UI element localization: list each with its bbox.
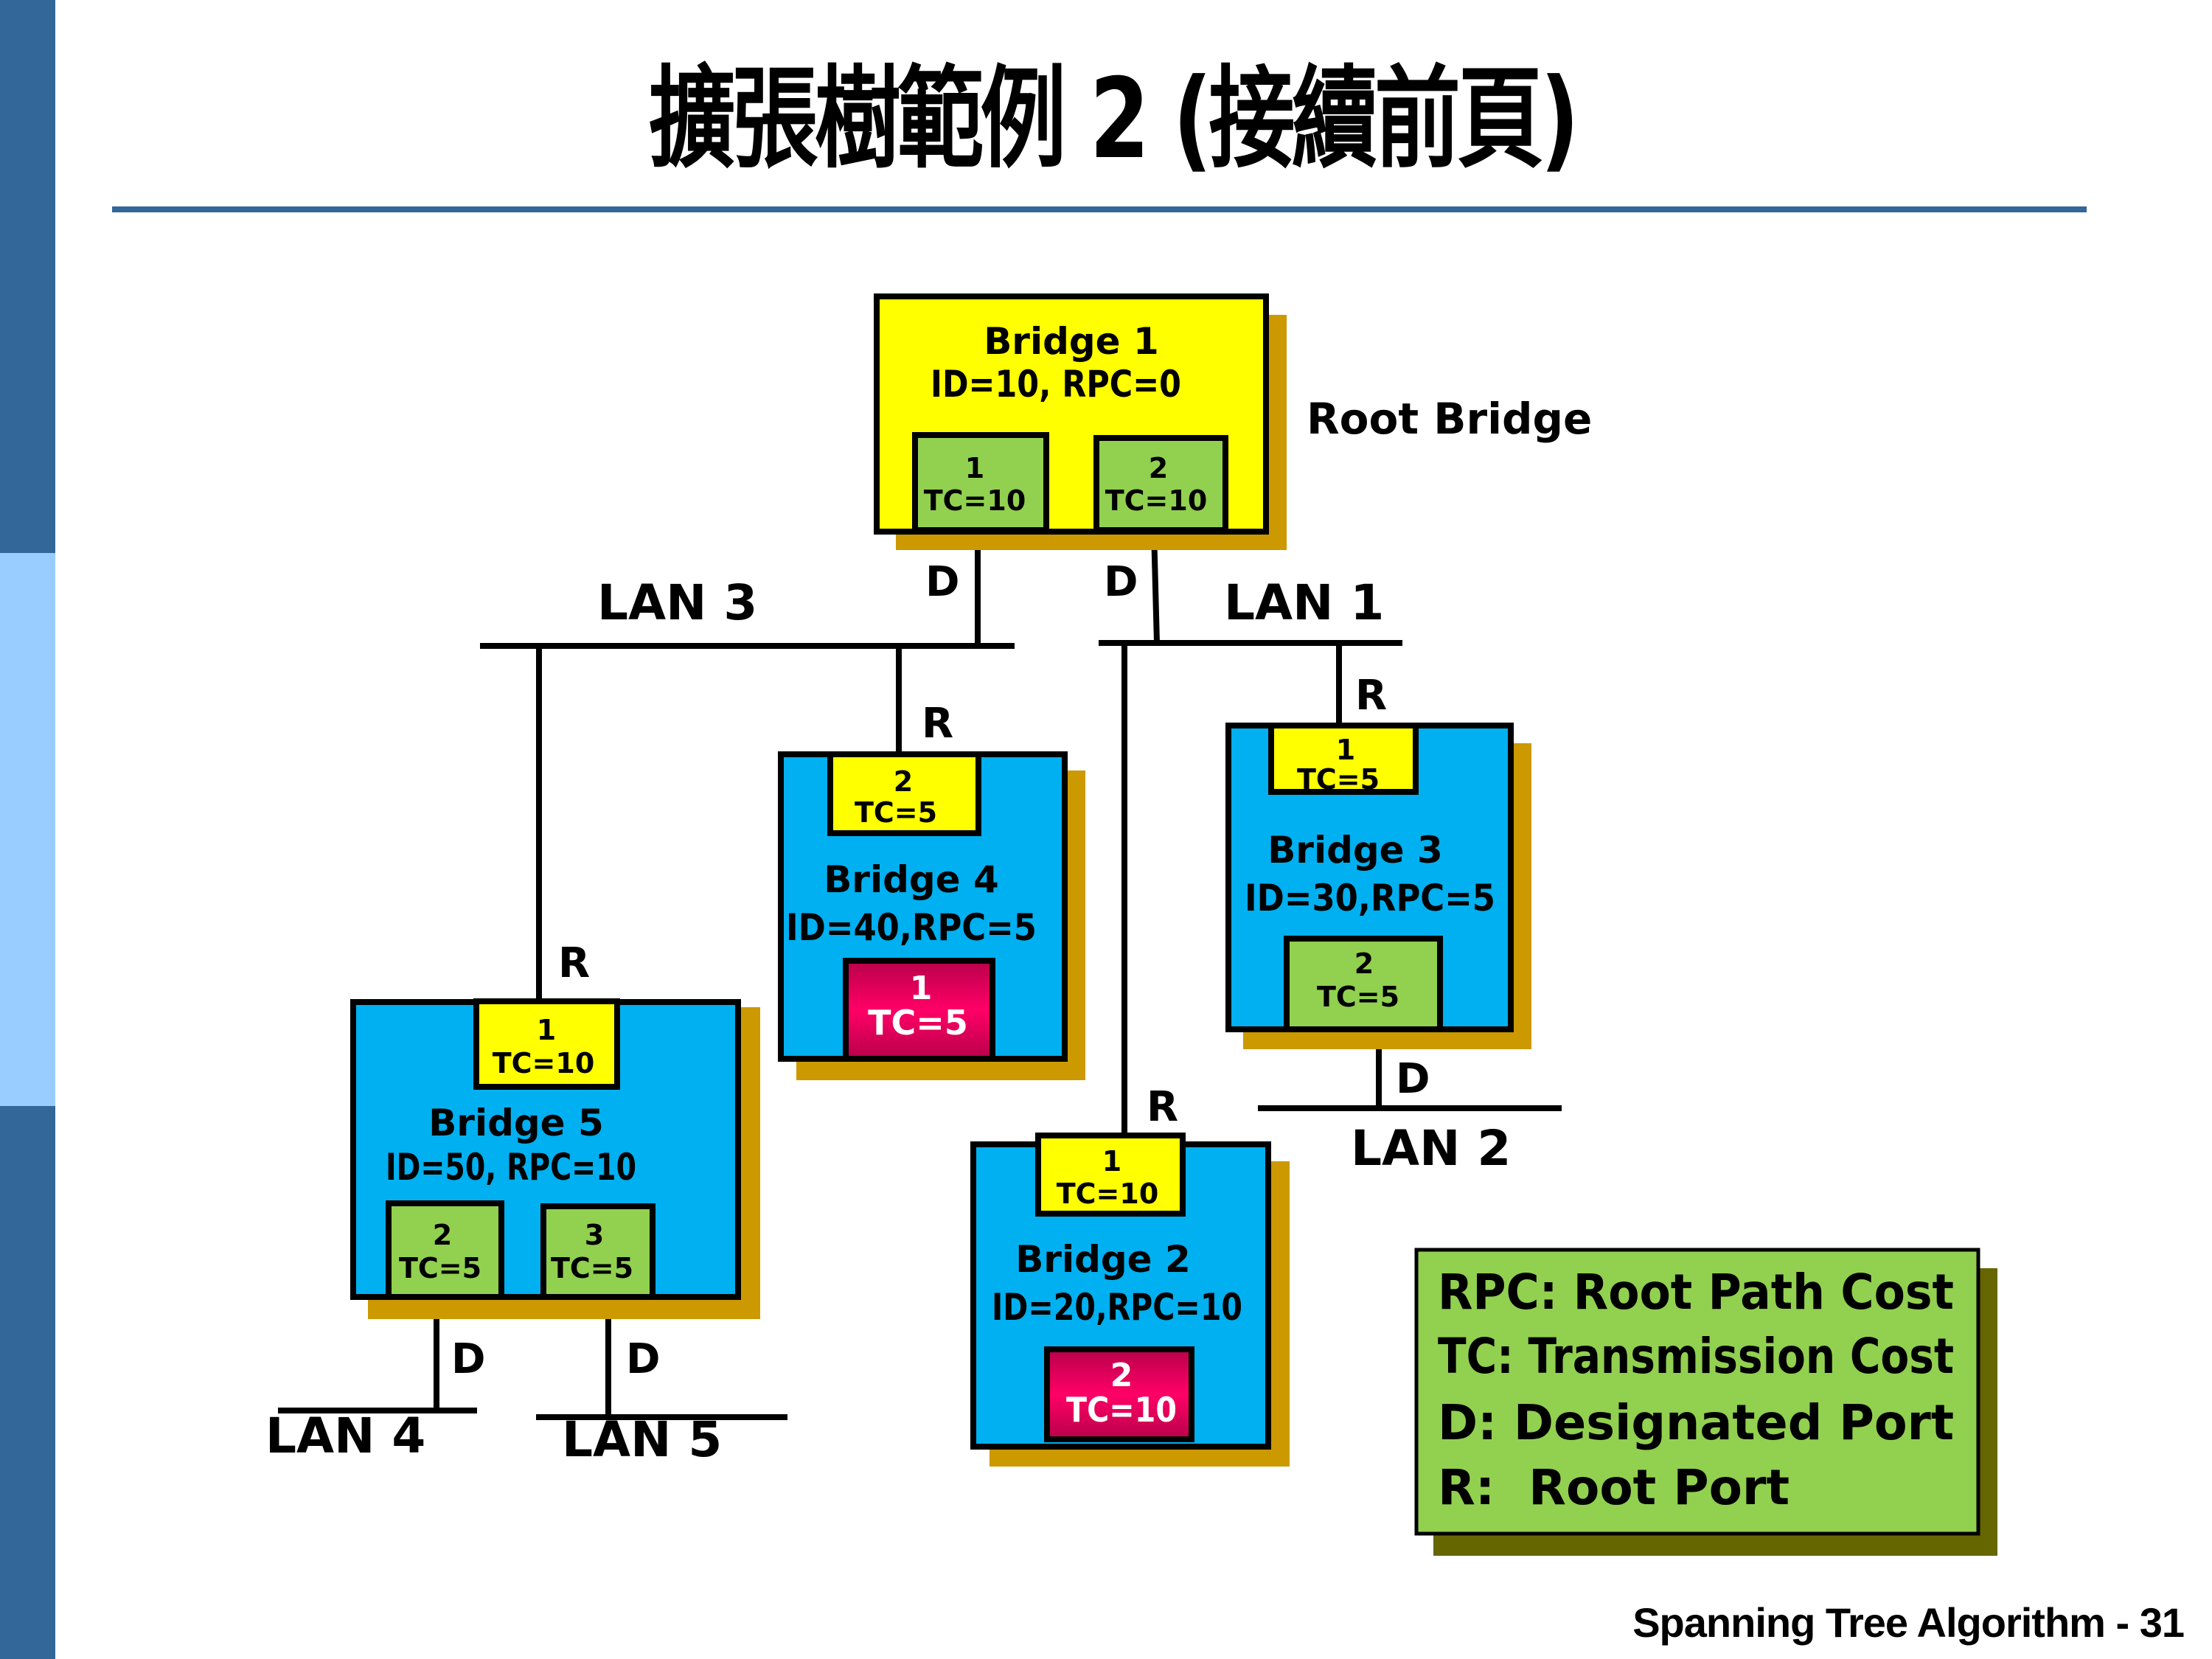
port-role-d: D xyxy=(626,1335,660,1383)
legend-item: R: Root Port xyxy=(1438,1459,1790,1516)
bridge-name: Bridge 1 xyxy=(984,320,1159,363)
bridge-4: 2 TC=5 Bridge 4 ID=40,RPC=5 1 TC=5 xyxy=(778,751,1085,1080)
port-number: 2 xyxy=(433,1219,452,1251)
port-tc: TC=5 xyxy=(399,1252,481,1284)
port-role-r: R xyxy=(922,700,953,748)
bridge-name: Bridge 3 xyxy=(1267,829,1443,872)
port-role-d: D xyxy=(1104,558,1138,606)
port-number: 1 xyxy=(965,452,984,484)
port-number: 2 xyxy=(1354,947,1374,980)
legend-body xyxy=(1414,1248,1980,1536)
lan5-label: LAN 5 xyxy=(562,1411,722,1468)
lan1-label: LAN 1 xyxy=(1224,574,1384,631)
port-tc: TC=5 xyxy=(551,1252,633,1284)
bridge-info: ID=10, RPC=0 xyxy=(931,363,1181,406)
sidebar-stripe-top xyxy=(0,0,55,553)
port-tc: TC=10 xyxy=(1057,1178,1159,1210)
root-bridge-label: Root Bridge xyxy=(1307,394,1592,444)
port-1-blocked: 1 TC=5 xyxy=(843,958,995,1062)
bridge-name: Bridge 2 xyxy=(1015,1238,1191,1281)
slide-title: 擴張樹範例 2 (接續前頁) xyxy=(649,55,1579,184)
port-tc: TC=5 xyxy=(1297,763,1380,796)
port-box xyxy=(1093,435,1228,533)
port-number: 1 xyxy=(1336,734,1355,766)
port-role-d: D xyxy=(1396,1055,1430,1103)
port-2: 2 TC=10 xyxy=(1093,435,1228,533)
port-box xyxy=(1044,1346,1194,1442)
port-1: 1 TC=10 xyxy=(912,432,1049,533)
port-box xyxy=(473,998,620,1090)
port-role-r: R xyxy=(1355,672,1387,720)
port-number: 1 xyxy=(537,1014,556,1046)
slide-footer: Spanning Tree Algorithm - 31 xyxy=(1632,1599,2185,1646)
port-tc: TC=10 xyxy=(1066,1390,1177,1430)
port-box xyxy=(386,1200,504,1300)
port-2: 2 TC=5 xyxy=(1284,936,1443,1032)
lan3-label: LAN 3 xyxy=(597,574,757,631)
port-number: 1 xyxy=(1102,1145,1121,1178)
bridge-5: 1 TC=10 Bridge 5 ID=50, RPC=10 2 TC=5 3 … xyxy=(350,998,760,1319)
port-box xyxy=(540,1203,655,1300)
bridge-3: 1 TC=5 Bridge 3 ID=30,RPC=5 2 TC=5 xyxy=(1225,723,1531,1049)
port-box xyxy=(912,432,1049,533)
bridge-name: Bridge 5 xyxy=(428,1102,604,1144)
lan4-label: LAN 4 xyxy=(265,1408,425,1464)
port-role-d: D xyxy=(451,1335,485,1383)
legend-item: TC: Transmission Cost xyxy=(1438,1328,1954,1385)
legend-item: RPC: Root Path Cost xyxy=(1438,1264,1954,1321)
port-tc: TC=10 xyxy=(924,484,1026,517)
port-role-d: D xyxy=(925,558,959,606)
bridge-1: Bridge 1 ID=10, RPC=0 1 TC=10 2 TC=10 xyxy=(874,293,1287,550)
port-2-blocked: 2 TC=10 xyxy=(1044,1346,1194,1442)
port-box xyxy=(827,751,981,836)
port-1: 1 TC=10 xyxy=(1035,1133,1186,1217)
port-box xyxy=(1284,936,1443,1032)
port-number: 2 xyxy=(1110,1357,1133,1394)
sidebar-stripe-bottom xyxy=(0,1106,55,1659)
legend-box: RPC: Root Path Cost TC: Transmission Cos… xyxy=(1414,1248,1997,1556)
port-box xyxy=(1268,723,1419,795)
port-2: 2 TC=5 xyxy=(827,751,981,836)
legend-item: D: Designated Port xyxy=(1438,1394,1954,1451)
port-number: 2 xyxy=(1149,452,1168,484)
lan2-label: LAN 2 xyxy=(1351,1120,1511,1177)
sidebar-stripe-middle xyxy=(0,553,55,1106)
bridge-info: ID=20,RPC=10 xyxy=(992,1286,1242,1329)
port-1: 1 TC=10 xyxy=(473,998,620,1090)
port-tc: TC=10 xyxy=(1105,484,1208,517)
port-box xyxy=(843,958,995,1062)
bridge-info: ID=40,RPC=5 xyxy=(786,906,1037,949)
port-tc: TC=5 xyxy=(855,796,937,829)
port-box xyxy=(1035,1133,1186,1217)
bridge-name: Bridge 4 xyxy=(824,858,999,901)
port-number: 3 xyxy=(585,1219,604,1251)
port-role-r: R xyxy=(558,939,590,987)
bridge-info: ID=30,RPC=5 xyxy=(1245,877,1495,919)
port-1: 1 TC=5 xyxy=(1268,723,1419,796)
port-number: 1 xyxy=(910,970,933,1007)
bridge-info: ID=50, RPC=10 xyxy=(386,1146,636,1189)
port-tc: TC=5 xyxy=(868,1003,968,1043)
port-3: 3 TC=5 xyxy=(540,1203,655,1300)
port-role-r: R xyxy=(1147,1083,1178,1131)
port-2: 2 TC=5 xyxy=(386,1200,504,1300)
port-tc: TC=10 xyxy=(493,1047,595,1079)
bridge-2: 1 TC=10 Bridge 2 ID=20,RPC=10 2 TC=10 xyxy=(970,1133,1290,1467)
title-divider xyxy=(112,206,2087,212)
port-tc: TC=5 xyxy=(1317,981,1399,1013)
port-number: 2 xyxy=(894,765,913,798)
